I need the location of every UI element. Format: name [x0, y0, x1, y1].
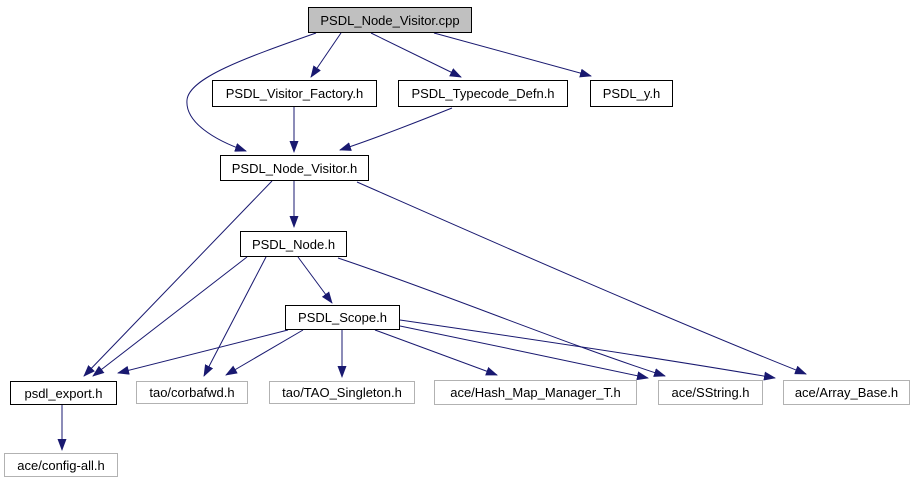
node-psdl-node-visitor-cpp: PSDL_Node_Visitor.cpp: [308, 7, 472, 33]
edge-typecode-to-nvh: [339, 107, 453, 151]
edge-nvh-to-arraybase: [356, 181, 807, 375]
edge-cpp-to-factory: [310, 32, 342, 78]
edge-scope-to-hashmap: [374, 329, 498, 376]
node-psdl-scope-h[interactable]: PSDL_Scope.h: [285, 305, 400, 330]
node-label: PSDL_Visitor_Factory.h: [225, 86, 364, 101]
node-label: psdl_export.h: [24, 385, 103, 401]
node-label: tao/corbafwd.h: [149, 385, 235, 400]
node-label: PSDL_Scope.h: [298, 310, 387, 325]
node-label: ace/Array_Base.h: [794, 385, 899, 400]
node-label: PSDL_Node_Visitor.h: [231, 160, 358, 176]
edge-nh-to-corbafwd: [203, 256, 267, 377]
edge-nh-to-sstring: [337, 257, 666, 377]
node-psdl-node-visitor-h[interactable]: PSDL_Node_Visitor.h: [220, 155, 369, 181]
node-psdl-node-h[interactable]: PSDL_Node.h: [240, 231, 347, 257]
node-psdl-export-h[interactable]: psdl_export.h: [10, 381, 117, 405]
node-tao-tao-singleton-h: tao/TAO_Singleton.h: [269, 381, 415, 404]
node-label: ace/config-all.h: [17, 457, 105, 473]
edge-cpp-to-nvh: [186, 32, 317, 152]
node-label: PSDL_Node_Visitor.cpp: [320, 12, 460, 28]
edge-scope-to-sstring: [399, 325, 649, 381]
node-label: PSDL_y.h: [602, 86, 661, 101]
node-psdl-y-h[interactable]: PSDL_y.h: [590, 80, 673, 107]
node-label: PSDL_Typecode_Defn.h: [411, 86, 555, 101]
node-label: PSDL_Node.h: [251, 236, 336, 252]
node-psdl-visitor-factory-h[interactable]: PSDL_Visitor_Factory.h: [212, 80, 377, 107]
node-label: ace/Hash_Map_Manager_T.h: [450, 385, 621, 400]
node-tao-corbafwd-h: tao/corbafwd.h: [136, 381, 248, 404]
node-label: tao/TAO_Singleton.h: [282, 385, 402, 400]
node-psdl-typecode-defn-h[interactable]: PSDL_Typecode_Defn.h: [398, 80, 568, 107]
node-label: ace/SString.h: [671, 385, 750, 400]
edge-cpp-to-typecode: [370, 32, 462, 78]
node-ace-config-all-h: ace/config-all.h: [4, 453, 118, 477]
edge-nh-to-scope: [297, 256, 333, 304]
edge-cpp-to-y: [433, 32, 592, 78]
edge-nh-to-export: [92, 256, 248, 377]
edge-scope-to-arraybase: [399, 319, 776, 381]
edge-scope-to-corbafwd: [225, 329, 304, 376]
node-ace-hash-map-manager-t-h: ace/Hash_Map_Manager_T.h: [434, 380, 637, 405]
node-ace-array-base-h: ace/Array_Base.h: [783, 380, 910, 405]
node-ace-sstring-h: ace/SString.h: [658, 380, 763, 405]
edge-scope-to-export: [117, 329, 289, 375]
edge-nvh-to-export: [83, 180, 273, 377]
